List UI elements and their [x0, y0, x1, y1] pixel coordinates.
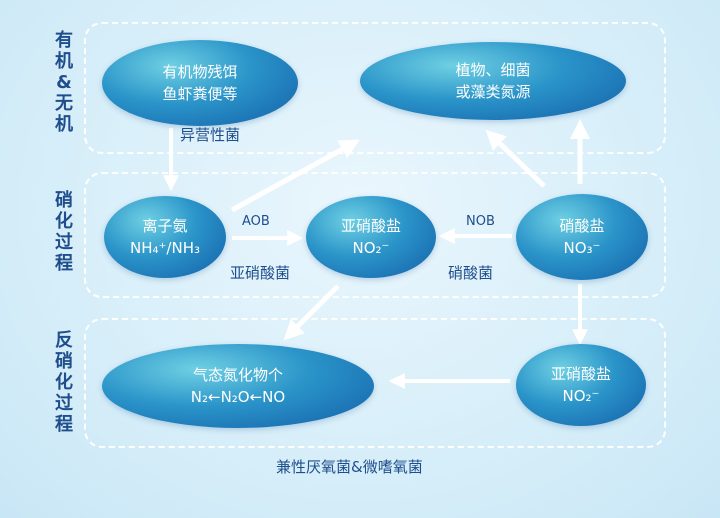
section-denitrification — [84, 318, 666, 448]
node-organic-matter: 有机物残饵 鱼虾粪便等 — [102, 40, 298, 126]
node-nitrate-line2: NO₃⁻ — [563, 239, 601, 257]
section-organic-inorganic — [84, 22, 666, 154]
node-nitrite-lower: 亚硝酸盐 NO₂⁻ — [516, 344, 646, 426]
node-plants-bacteria: 植物、细菌 或藻类氮源 — [360, 42, 626, 120]
arrow-ammonium-to-plants — [230, 139, 360, 213]
node-nitrate: 硝酸盐 NO₃⁻ — [516, 194, 648, 280]
label-nitrite-bacteria: 亚硝酸菌 — [230, 264, 291, 282]
node-organic-line1: 有机物残饵 — [162, 63, 238, 81]
node-nitrite-mid-line2: NO₂⁻ — [352, 239, 390, 257]
node-nitrite-low-line2: NO₂⁻ — [562, 387, 600, 405]
arrow-nitrite-to-gas — [283, 284, 340, 341]
label-nitrification: 硝化过程 — [55, 190, 73, 274]
node-gaseous-nitrogen: 气态氮化物个 N₂←N₂O←NO — [102, 344, 374, 428]
label-organic-inorganic: 有机&无机 — [55, 30, 73, 135]
section-nitrification — [84, 172, 666, 298]
label-aob: AOB — [242, 214, 270, 229]
node-nitrite-middle: 亚硝酸盐 NO₂⁻ — [306, 196, 436, 278]
node-ammonium-line1: 离子氨 — [142, 217, 188, 235]
label-bottom-caption: 兼性厌氧菌&微嗜氧菌 — [276, 458, 423, 476]
node-gas-line2: N₂←N₂O←NO — [190, 388, 286, 406]
node-nitrite-low-line1: 亚硝酸盐 — [550, 365, 611, 383]
label-nob: NOB — [466, 214, 495, 229]
label-nitrate-bacteria: 硝酸菌 — [448, 264, 494, 282]
node-plants-line2: 或藻类氮源 — [455, 83, 531, 101]
node-nitrate-line1: 硝酸盐 — [559, 217, 605, 235]
node-gas-line1: 气态氮化物个 — [192, 366, 283, 384]
node-plants-line1: 植物、细菌 — [455, 61, 531, 79]
arrow-nitrate-to-plants-diag — [485, 129, 546, 188]
node-nitrite-mid-line1: 亚硝酸盐 — [340, 217, 401, 235]
label-denitrification: 反硝化过程 — [55, 330, 73, 435]
node-organic-line2: 鱼虾粪便等 — [162, 85, 238, 103]
node-ammonium: 离子氨 NH₄⁺/NH₃ — [104, 196, 226, 278]
node-ammonium-line2: NH₄⁺/NH₃ — [130, 239, 200, 257]
label-heterotrophic-bacteria: 异营性菌 — [180, 126, 241, 144]
